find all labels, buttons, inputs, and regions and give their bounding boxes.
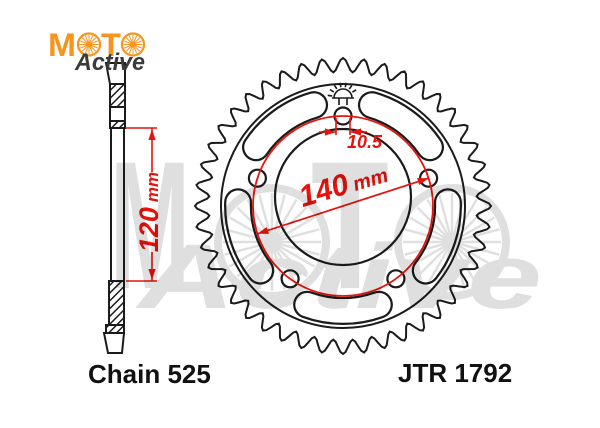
wheel-letter-o-icon [120, 32, 146, 57]
bolt-hole-dimension: 10.5 [319, 118, 383, 152]
side-tooth-bottom [102, 332, 126, 354]
width-dimension-label: 120mm [134, 172, 164, 252]
tooth-profile-icon [327, 82, 357, 105]
side-rim-strip [109, 120, 126, 129]
logo-letter-t: T [101, 27, 121, 63]
width-dimension: 120mm [126, 127, 164, 282]
sprocket-side-view: 120mm [102, 62, 164, 354]
side-rim-step [105, 324, 125, 334]
side-rim-gap [109, 106, 126, 122]
bolt-hole-dimension-label: 10.5 [347, 132, 383, 152]
side-plate [110, 127, 125, 282]
side-rim-section-top [109, 83, 126, 108]
wheel-letter-o-icon [76, 32, 102, 57]
side-rim-section-bottom [108, 280, 125, 326]
sprocket-front-view: 140mm 10.5 [193, 56, 493, 356]
logo-tagline: Active [74, 49, 145, 76]
chain-size-label: Chain 525 [88, 359, 211, 389]
logo-letter-m: M [48, 27, 76, 63]
moto-active-logo: M T Active [48, 27, 146, 76]
part-number-label: JTR 1792 [398, 358, 513, 388]
